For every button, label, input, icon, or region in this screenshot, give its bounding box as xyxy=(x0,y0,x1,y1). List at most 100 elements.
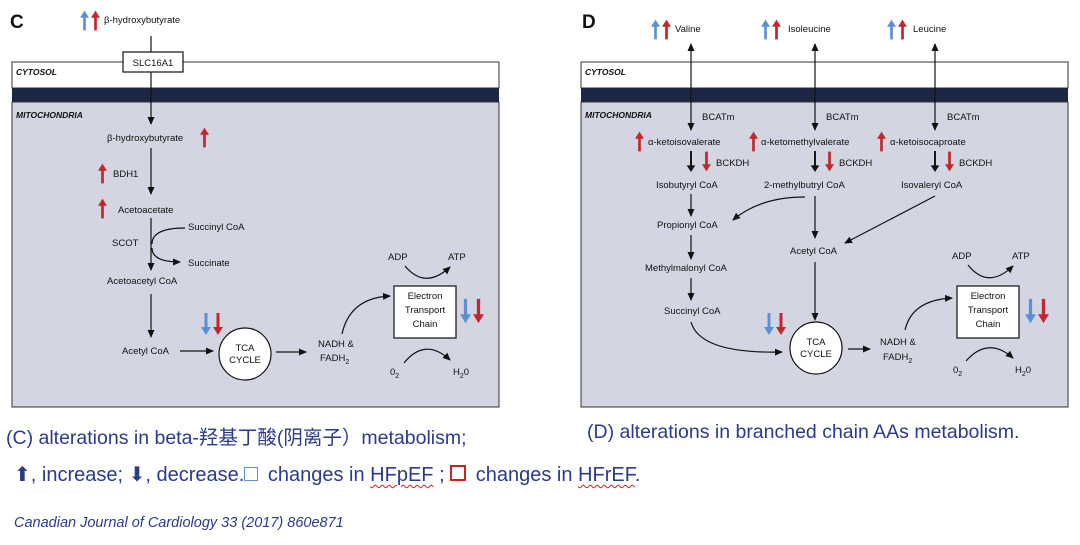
succinyl-in-curve xyxy=(151,227,186,245)
leucine-label: Leucine xyxy=(913,24,946,35)
nadh-label: NADH & xyxy=(880,337,917,348)
fadh-label: FADH2 xyxy=(883,352,912,365)
pathway-diagram: C CYTOSOL MITOCHONDRIA β-hydroxybutyrate… xyxy=(10,10,1069,408)
bckdh-label-1: BCKDH xyxy=(716,158,749,169)
panel-d: D CYTOSOL MITOCHONDRIA Valine Isoleucine… xyxy=(580,12,1069,408)
mitochondria-label: MITOCHONDRIA xyxy=(16,110,83,120)
kic-label: α-ketoisocaproate xyxy=(890,137,966,148)
bckdh-label-3: BCKDH xyxy=(959,158,992,169)
increase-text: , increase; xyxy=(30,464,129,486)
hfref-term: HFrEF xyxy=(578,464,635,486)
tca-label-1: TCA xyxy=(807,337,827,348)
propionyl-coa-label: Propionyl CoA xyxy=(657,220,718,231)
valine-up-red-icon xyxy=(662,19,671,40)
bcatm-label-2: BCATm xyxy=(826,112,859,123)
hfpef-term: HFpEF xyxy=(370,464,434,486)
slc16a1-label: SLC16A1 xyxy=(133,58,174,69)
etc-box xyxy=(956,285,1020,339)
fadh-label: FADH2 xyxy=(320,353,349,366)
isobutyryl-coa-label: Isobutyryl CoA xyxy=(656,180,718,191)
acetyl-coa-label: Acetyl CoA xyxy=(122,346,170,357)
to-etc-curve xyxy=(341,292,391,335)
isoleucine-up-blue-icon xyxy=(761,19,770,40)
to-etc-curve xyxy=(904,294,953,331)
hfref-square-icon xyxy=(450,465,467,481)
methylbutyryl-to-propionyl-curve xyxy=(732,196,806,221)
hfref-prefix: changes in xyxy=(470,464,579,486)
o2-h2o-curve xyxy=(965,347,1014,362)
cytosol-label: CYTOSOL xyxy=(585,67,626,77)
caption-c: (C) alterations in beta-羟基丁酸(阴离子）metabol… xyxy=(6,427,467,449)
succinyl-coa-label: Succinyl CoA xyxy=(664,306,721,317)
methylbutyryl-coa-label: 2-methylbutryl CoA xyxy=(764,180,845,191)
succinyl-to-tca-curve xyxy=(690,321,783,356)
bcatm-label-3: BCATm xyxy=(947,112,980,123)
succinyl-coa-label: Succinyl CoA xyxy=(188,222,245,233)
legend: ⬆, increase; ⬇, decrease. changes in HFp… xyxy=(14,462,640,487)
o2-label: 02 xyxy=(953,365,962,378)
h2o-label: H20 xyxy=(453,367,469,380)
o2-label: 02 xyxy=(390,367,399,380)
acetoacetyl-coa-label: Acetoacetyl CoA xyxy=(107,276,178,287)
up-arrow-blue-icon xyxy=(80,10,89,31)
atp-label: ATP xyxy=(1012,251,1030,262)
acetyl-coa-label: Acetyl CoA xyxy=(790,246,838,257)
membrane-band xyxy=(581,88,1068,102)
methylmalonyl-coa-label: Methylmalonyl CoA xyxy=(645,263,727,274)
etc-label-1: Electron xyxy=(971,291,1006,302)
bhb-mito-label: β-hydroxybutyrate xyxy=(107,133,183,144)
succinate-out-curve xyxy=(151,247,181,266)
slc16a1-box xyxy=(122,51,184,73)
leucine-up-blue-icon xyxy=(887,19,896,40)
etc-label-3: Chain xyxy=(413,319,438,330)
increase-icon: ⬆ xyxy=(14,464,31,486)
tca-label-2: CYCLE xyxy=(800,349,832,360)
isoleucine-up-red-icon xyxy=(772,19,781,40)
up-arrow-red-icon xyxy=(91,10,100,31)
atp-label: ATP xyxy=(448,252,466,263)
caption-d: (D) alterations in branched chain AAs me… xyxy=(587,421,1020,443)
acetoacetate-label: Acetoacetate xyxy=(118,205,173,216)
valine-label: Valine xyxy=(675,24,701,35)
tca-label-2: CYCLE xyxy=(229,355,261,366)
nadh-label: NADH & xyxy=(318,339,355,350)
etc-label-1: Electron xyxy=(408,291,443,302)
etc-label-2: Transport xyxy=(405,305,446,316)
etc-label-2: Transport xyxy=(968,305,1009,316)
tca-cycle-circle xyxy=(218,327,272,381)
panel-d-letter: D xyxy=(582,12,596,33)
adp-label: ADP xyxy=(388,252,408,263)
cytosol-region xyxy=(580,61,1069,89)
cytosol-region xyxy=(11,61,500,89)
decrease-icon: ⬇ xyxy=(128,464,146,486)
leucine-up-red-icon xyxy=(898,19,907,40)
o2-h2o-curve xyxy=(403,348,451,364)
adp-label: ADP xyxy=(952,251,972,262)
panel-c: C CYTOSOL MITOCHONDRIA β-hydroxybutyrate… xyxy=(10,10,500,408)
isovaleryl-to-acetyl-arrow xyxy=(844,195,936,244)
hfpef-suffix: ; xyxy=(433,464,451,486)
membrane-band xyxy=(12,88,499,102)
cytosol-label: CYTOSOL xyxy=(16,67,57,77)
h2o-label: H20 xyxy=(1015,365,1031,378)
valine-up-blue-icon xyxy=(651,19,660,40)
mitochondria-label: MITOCHONDRIA xyxy=(585,110,652,120)
kmv-label: α-ketomethylvalerate xyxy=(761,137,849,148)
hfpef-square-icon xyxy=(244,467,259,481)
kiv-label: α-ketoisovalerate xyxy=(648,137,721,148)
source-citation: Canadian Journal of Cardiology 33 (2017)… xyxy=(14,515,344,531)
tca-cycle-circle xyxy=(789,321,843,375)
adp-atp-curve xyxy=(967,264,1014,279)
hfref-suffix: . xyxy=(634,464,641,486)
succinate-label: Succinate xyxy=(188,258,230,269)
hfpef-prefix: changes in xyxy=(262,464,371,486)
bhb-cytosol-label: β-hydroxybutyrate xyxy=(104,15,180,26)
adp-atp-curve xyxy=(404,265,451,279)
etc-box xyxy=(393,285,457,339)
decrease-text: , decrease. xyxy=(145,464,245,486)
bcatm-label-1: BCATm xyxy=(702,112,735,123)
isoleucine-label: Isoleucine xyxy=(788,24,831,35)
bckdh-label-2: BCKDH xyxy=(839,158,872,169)
isovaleryl-coa-label: Isovaleryl CoA xyxy=(901,180,963,191)
tca-label-1: TCA xyxy=(236,343,256,354)
